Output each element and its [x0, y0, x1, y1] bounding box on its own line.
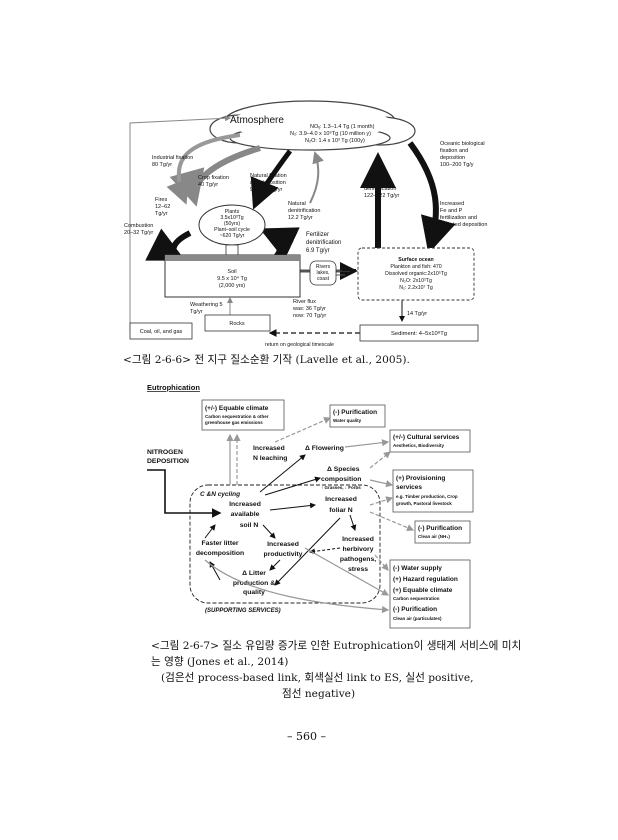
sink-label: 14 Tg/yr — [407, 311, 427, 317]
sediment-box — [359, 324, 479, 342]
flowering-cultural-link — [344, 439, 390, 448]
rocks-label: Rocks — [229, 321, 245, 327]
surface-ocean-pool — [357, 247, 475, 301]
soil-top-band — [165, 255, 300, 261]
return-label: return on geological timescale — [265, 342, 334, 348]
foliar-purification-air-link — [369, 511, 415, 532]
crop-fixation-arrow — [169, 145, 261, 207]
plant-stem — [225, 244, 239, 256]
coal-label: Coal, oil, and gas — [140, 329, 183, 335]
plant-soil-right-arrow — [259, 227, 300, 261]
n2-label: N₂: 3.9–4.0 x 10⁹Tg (10 million y) — [290, 130, 371, 137]
species-provisioning-link — [369, 479, 394, 488]
flowering-label: Δ Flowering — [305, 445, 344, 452]
rocks-box — [204, 314, 271, 332]
soiln-water-supply-link — [204, 559, 390, 614]
soiln-species-arrow — [264, 476, 321, 496]
species-cultural-link — [369, 451, 391, 469]
prod-litter-arrow — [269, 559, 281, 571]
water-supply-box — [389, 559, 471, 629]
coal-box — [129, 322, 193, 340]
industrial-arrow — [166, 133, 241, 205]
natural-fixation-arrow — [250, 149, 293, 210]
cn-cycling-label: C &N cycling — [200, 491, 240, 498]
soiln-prod-arrow — [262, 524, 276, 539]
prod-water-supply-link — [304, 547, 390, 596]
page-number: – 560 – — [287, 730, 326, 743]
soil-pool — [164, 254, 301, 298]
provisioning-box — [392, 469, 474, 513]
figure2-caption-line2: 는 영향 (Jones et al., 2014) — [151, 656, 289, 668]
equable-climate-box — [201, 399, 285, 431]
rivers-pool — [309, 260, 337, 286]
litter-loop-arrow1 — [204, 524, 216, 539]
purification-air-box — [414, 520, 471, 544]
atmosphere-cloud — [209, 100, 416, 151]
nox-label: NOᵧ: 1.3–1.4 Tg (1 month) — [310, 124, 375, 130]
leaching-purification-link — [274, 417, 332, 443]
ocean-fixation-arrow — [407, 141, 456, 254]
nitrogen-cycle-figure: Atmosphere NOᵧ: 1.3–1.4 Tg (1 month) N₂:… — [124, 100, 487, 348]
foliar-provisioning-link — [369, 496, 394, 506]
water-supply-label: (-) Water supply(+) Hazard regulation(+)… — [393, 565, 458, 621]
cultural-box — [389, 429, 471, 453]
purification-water-box — [329, 404, 386, 428]
natural-denit-arrow — [309, 151, 324, 204]
supporting-services-region — [189, 484, 381, 604]
combustion-line — [129, 115, 231, 333]
deposition-arrow — [147, 469, 222, 518]
n2o-label: N₂O: 1.4 x 10³ Tg (100y) — [305, 138, 365, 144]
plant-soil-left-arrow — [145, 228, 192, 261]
soiln-flowering-arrow — [259, 454, 306, 493]
sediment-label: Sediment: 4–5x10⁸Tg — [391, 330, 447, 337]
herbivory-prod-arrow — [309, 547, 341, 555]
figure2-caption-line3: (검은선 process-based link, 회색실선 link to ES… — [161, 672, 474, 684]
soiln-foliar-arrow — [269, 502, 316, 511]
foliar-herbivory-arrow — [349, 514, 357, 531]
figure2-caption-line1: <그림 2-6-7> 질소 유입량 증가로 인한 Eutrophication이… — [151, 640, 522, 652]
supporting-label: (SUPPORTING SERVICES) — [205, 608, 281, 614]
figure2-caption-line4: 점선 negative) — [282, 688, 356, 700]
herbivory-water-link — [374, 554, 389, 571]
foliar-litter-arrow — [274, 517, 341, 586]
eutrophication-title: Eutrophication — [147, 383, 200, 392]
figure1-caption: <그림 2-6-6> 전 지구 질소순환 기작 (Lavelle et al.,… — [123, 354, 410, 366]
atmosphere-label: Atmosphere — [230, 115, 284, 126]
